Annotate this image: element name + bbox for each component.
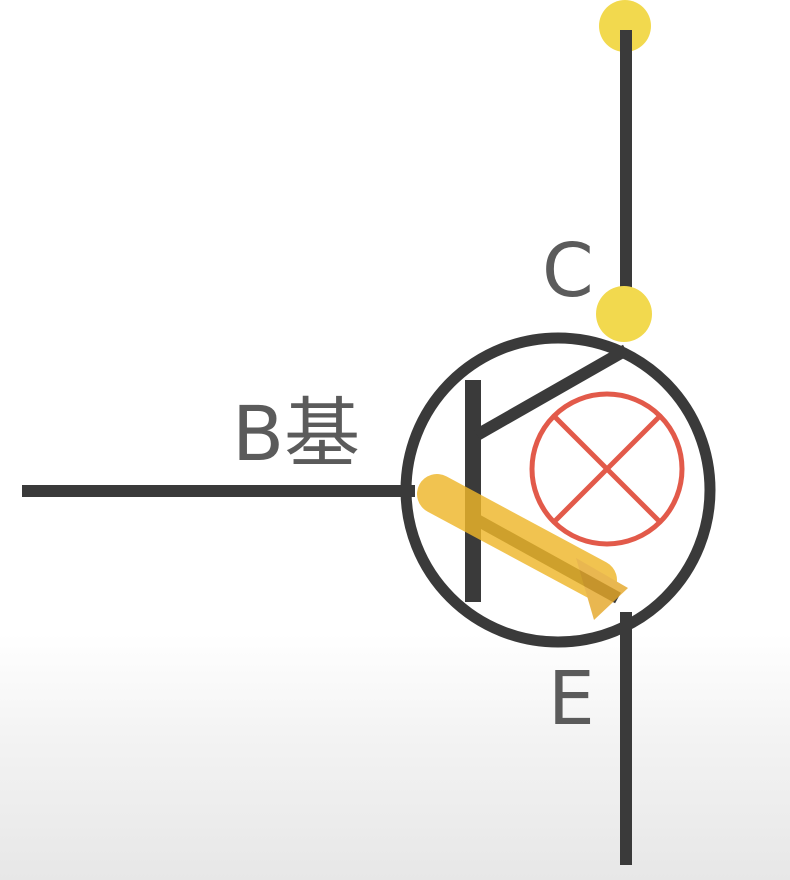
current-flow-highlight [417, 474, 628, 620]
base-label: B基 [232, 389, 361, 478]
collector-node [596, 286, 652, 342]
collector-label: C [542, 228, 594, 314]
collector-inner-lead [474, 344, 629, 441]
top-terminal-node [599, 0, 651, 52]
lamp-icon [529, 391, 685, 547]
emitter-label: E [548, 656, 595, 742]
